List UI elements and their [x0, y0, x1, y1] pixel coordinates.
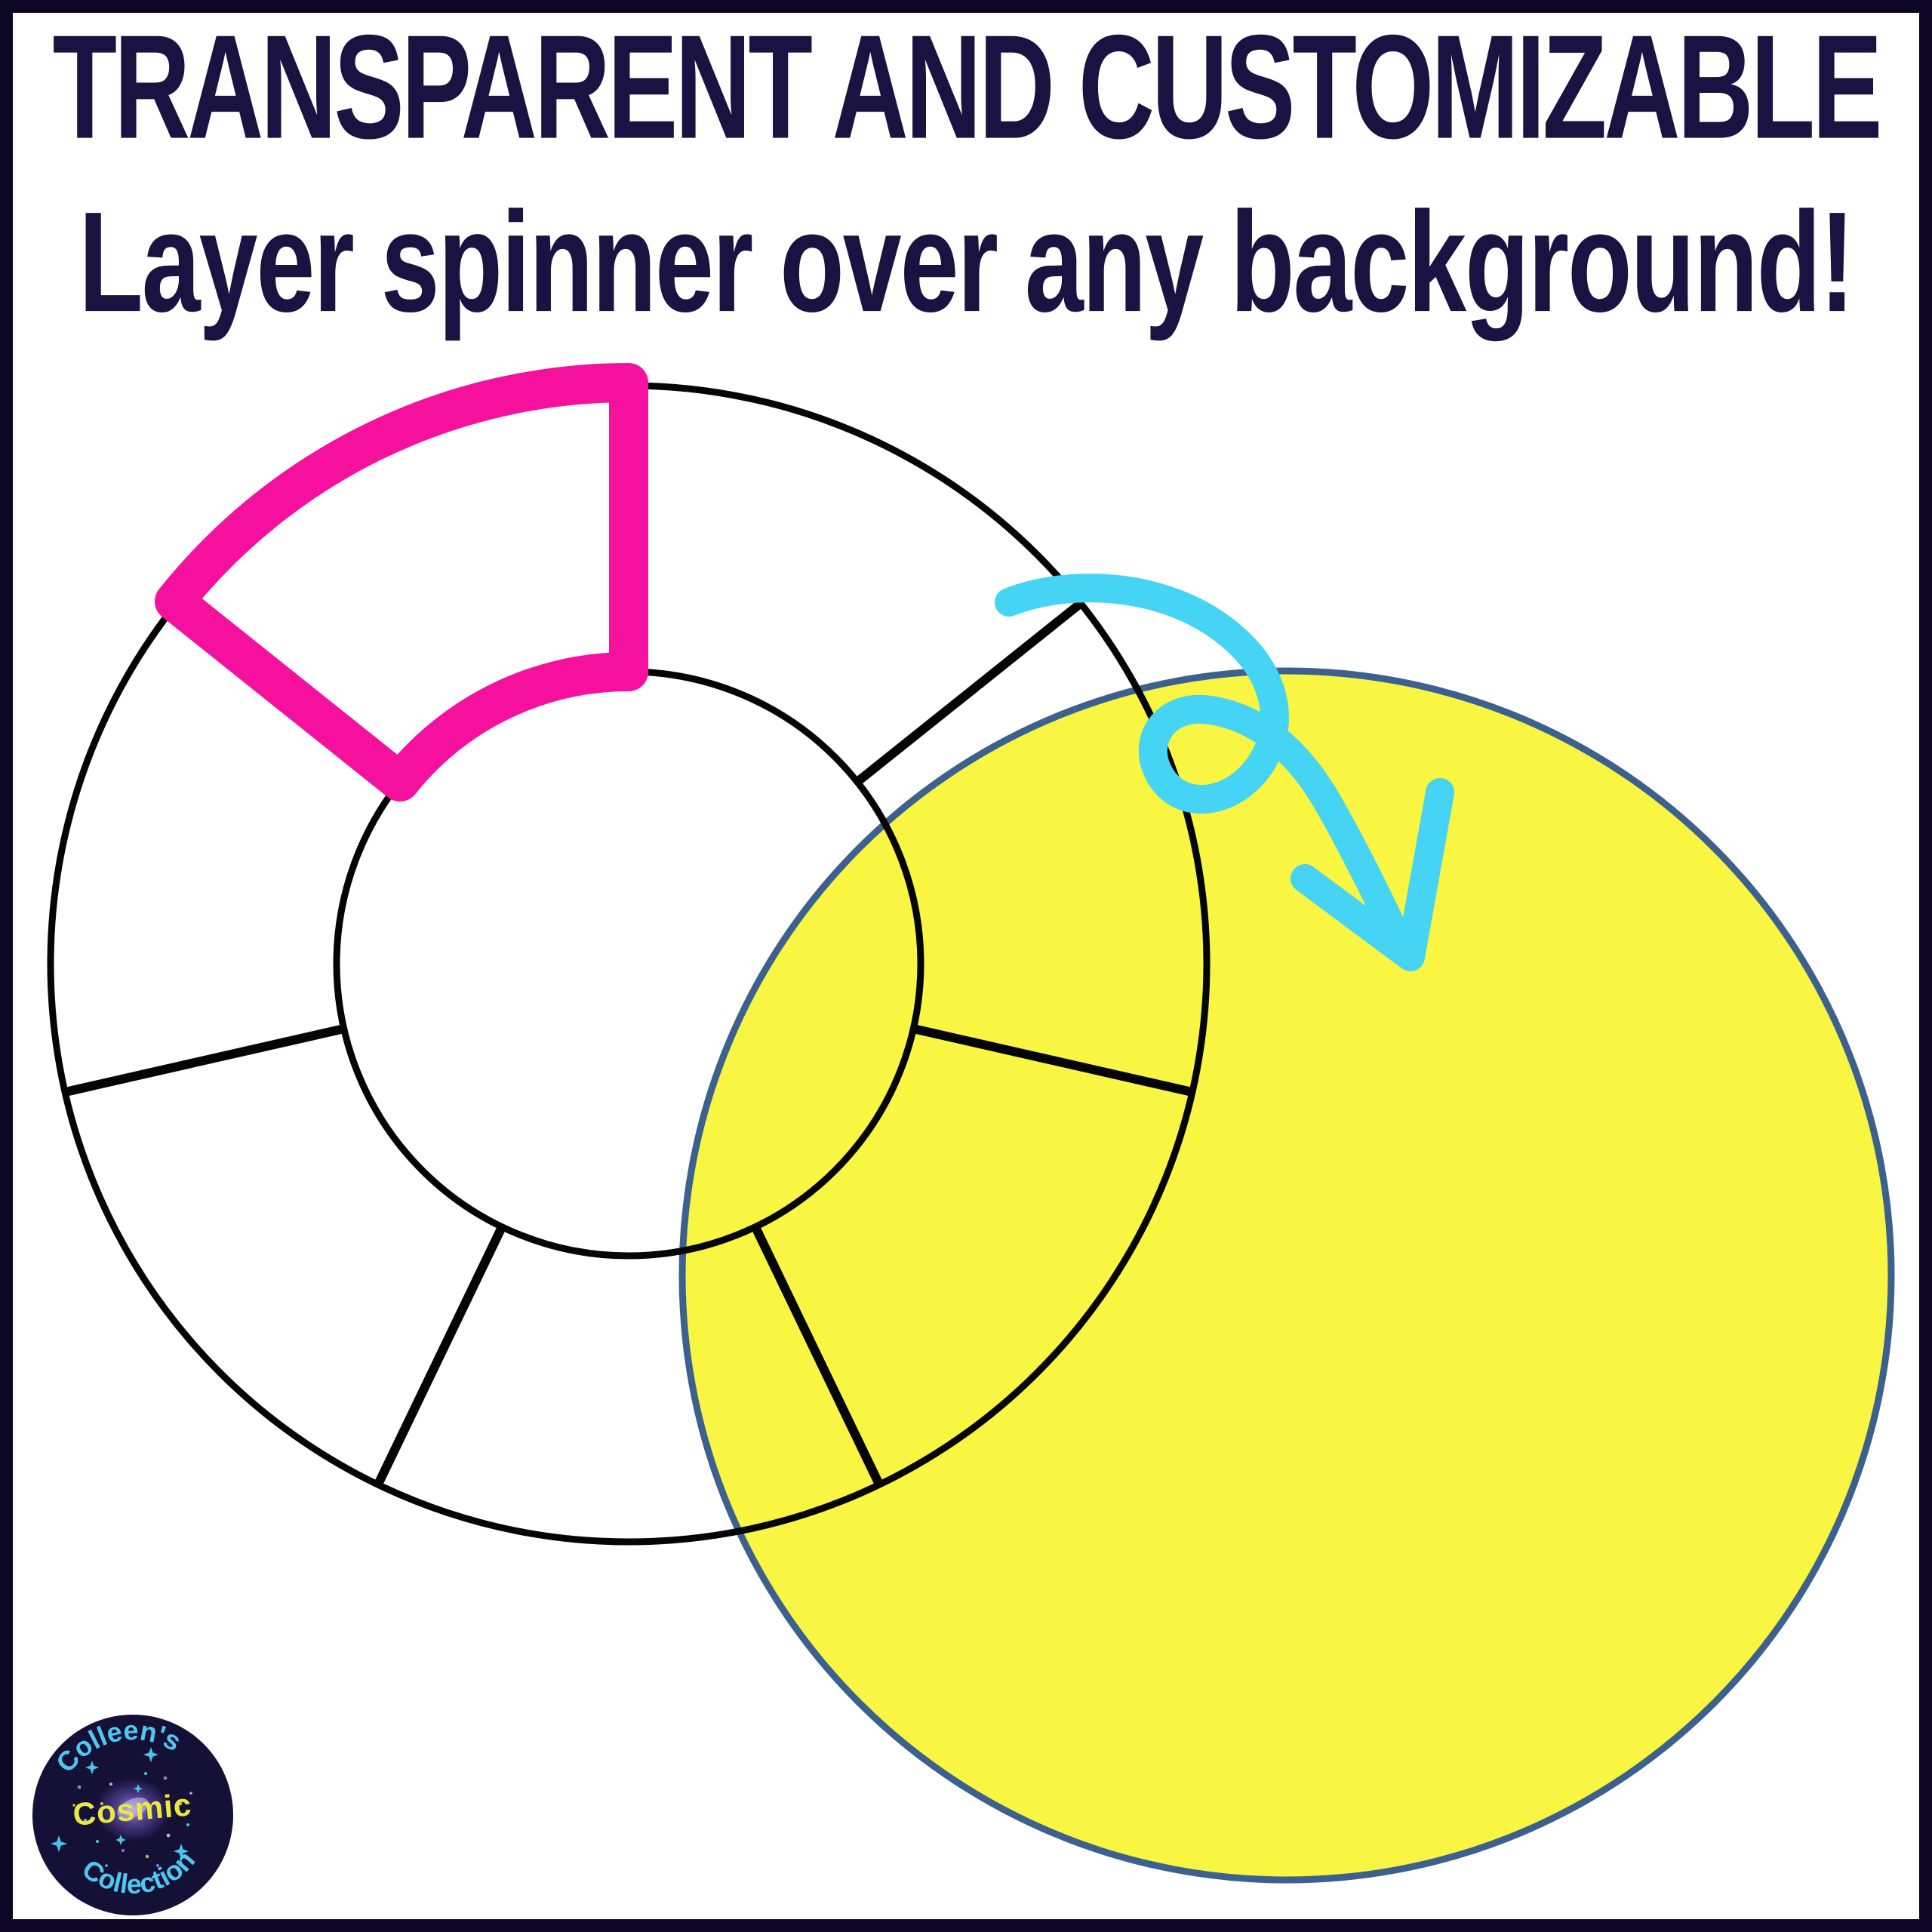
- headline: TRANSPARENT AND CUSTOMIZABLE: [52, 3, 1883, 170]
- highlighted-segment-outline: [155, 363, 648, 801]
- sparkle-icons: [51, 1747, 189, 1859]
- spinner-divider: [912, 1024, 1197, 1097]
- sparkle-star-icon: [115, 1835, 126, 1845]
- spinner-divider: [372, 1225, 506, 1490]
- spin-arrow-icon: [995, 574, 1454, 971]
- sparkle-star-icon: [85, 1761, 99, 1774]
- galaxy-icon: [95, 1778, 171, 1841]
- sparkle-star-icon: [51, 1835, 67, 1852]
- spinner-divider: [854, 598, 1086, 786]
- spin-arrow-head: [1291, 778, 1454, 971]
- spinner-divider: [751, 1225, 885, 1490]
- sparkle-star-icon: [134, 1784, 143, 1793]
- background-circle: [678, 667, 1895, 1884]
- brand-logo: Colleen's Cosmic Collection: [32, 1715, 233, 1915]
- sparkle-star-icon: [143, 1747, 158, 1762]
- sparkle-star-icon: [174, 1844, 189, 1859]
- background-circle-group: [678, 667, 1895, 1884]
- subheadline: Layer spinner over any background!: [78, 181, 1855, 342]
- spin-arrow-shaft: [995, 574, 1412, 953]
- spinner-divider: [60, 1024, 346, 1097]
- star-dust: [72, 1772, 192, 1867]
